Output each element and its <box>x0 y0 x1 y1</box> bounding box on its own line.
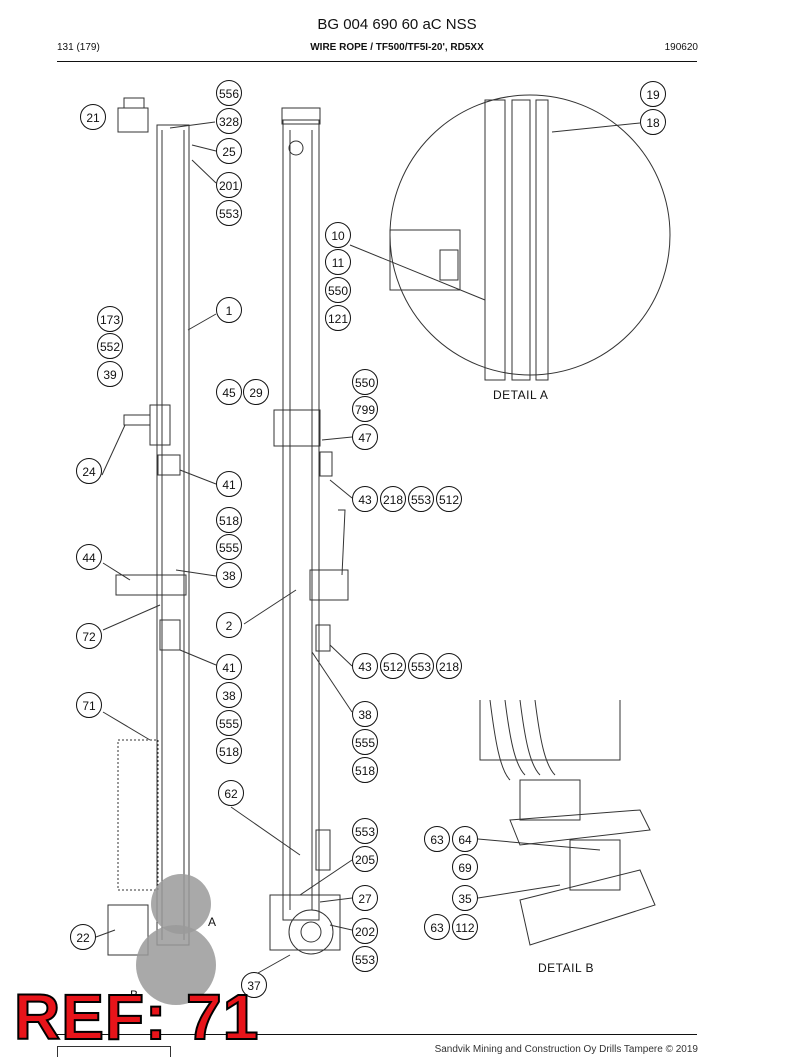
callout-bubble[interactable]: 45 <box>216 379 242 405</box>
callout-bubble[interactable]: 556 <box>216 80 242 106</box>
callout-bubble[interactable]: 71 <box>76 692 102 718</box>
callout-bubble[interactable]: 799 <box>352 396 378 422</box>
callout-bubble[interactable]: 555 <box>352 729 378 755</box>
callout-bubble[interactable]: 43 <box>352 486 378 512</box>
detail-a-label: DETAIL A <box>493 388 549 402</box>
callout-bubble[interactable]: 173 <box>97 306 123 332</box>
callout-bubble[interactable]: 218 <box>380 486 406 512</box>
callout-bubble[interactable]: 512 <box>436 486 462 512</box>
callout-bubble[interactable]: 553 <box>408 486 434 512</box>
detail-a-marker: A <box>208 915 217 929</box>
callout-bubble[interactable]: 512 <box>380 653 406 679</box>
callout-bubble[interactable]: 18 <box>640 109 666 135</box>
callout-bubble[interactable]: 43 <box>352 653 378 679</box>
callout-bubble[interactable]: 201 <box>216 172 242 198</box>
callout-bubble[interactable]: 518 <box>352 757 378 783</box>
callout-bubble[interactable]: 550 <box>352 369 378 395</box>
callout-bubble[interactable]: 41 <box>216 654 242 680</box>
callout-bubble[interactable]: 11 <box>325 249 351 275</box>
callout-bubble[interactable]: 21 <box>80 104 106 130</box>
callout-bubble[interactable]: 35 <box>452 885 478 911</box>
callout-bubble[interactable]: 518 <box>216 507 242 533</box>
callout-bubble[interactable]: 41 <box>216 471 242 497</box>
callout-bubble[interactable]: 121 <box>325 305 351 331</box>
document-title: BG 004 690 60 aC NSS <box>317 16 477 33</box>
ref-stamp: REF: 71 <box>13 981 260 1053</box>
callout-bubble[interactable]: 553 <box>408 653 434 679</box>
callout-bubble[interactable]: 19 <box>640 81 666 107</box>
callout-bubble[interactable]: 47 <box>352 424 378 450</box>
callout-bubble[interactable]: 218 <box>436 653 462 679</box>
callout-bubble[interactable]: 518 <box>216 738 242 764</box>
callout-bubble[interactable]: 22 <box>70 924 96 950</box>
callout-bubble[interactable]: 552 <box>97 333 123 359</box>
detail-b-marker: B <box>130 988 139 1002</box>
callout-bubble[interactable]: 63 <box>424 914 450 940</box>
callout-bubble[interactable]: 2 <box>216 612 242 638</box>
callout-bubble[interactable]: 72 <box>76 623 102 649</box>
callout-bubble[interactable]: 553 <box>352 818 378 844</box>
callout-bubble[interactable]: 25 <box>216 138 242 164</box>
callout-bubble[interactable]: 553 <box>216 200 242 226</box>
date-code: 190620 <box>664 42 698 53</box>
callout-bubble[interactable]: 553 <box>352 946 378 972</box>
page-number: 131 (179) <box>57 42 100 53</box>
footer-copyright: Sandvik Mining and Construction Oy Drill… <box>434 1044 698 1055</box>
callout-bubble[interactable]: 63 <box>424 826 450 852</box>
callout-bubble[interactable]: 37 <box>241 972 267 998</box>
header-rule <box>57 61 697 62</box>
callout-bubble[interactable]: 39 <box>97 361 123 387</box>
callout-bubble[interactable]: 202 <box>352 918 378 944</box>
callout-bubble[interactable]: 44 <box>76 544 102 570</box>
callout-bubble[interactable]: 38 <box>216 562 242 588</box>
callout-bubble[interactable]: 205 <box>352 846 378 872</box>
callout-bubble[interactable]: 10 <box>325 222 351 248</box>
callout-bubble[interactable]: 555 <box>216 710 242 736</box>
callout-bubble[interactable]: 62 <box>218 780 244 806</box>
footer-rule <box>57 1034 697 1035</box>
callout-bubble[interactable]: 24 <box>76 458 102 484</box>
callout-bubble[interactable]: 38 <box>352 701 378 727</box>
callout-bubble[interactable]: 27 <box>352 885 378 911</box>
callout-bubble[interactable]: 64 <box>452 826 478 852</box>
callout-bubble[interactable]: 69 <box>452 854 478 880</box>
callout-bubble[interactable]: 328 <box>216 108 242 134</box>
sandvik-logo <box>57 1046 171 1057</box>
callout-bubble[interactable]: 38 <box>216 682 242 708</box>
callout-bubble[interactable]: 29 <box>243 379 269 405</box>
section-title: WIRE ROPE / TF500/TF5I-20', RD5XX <box>310 42 484 53</box>
callout-bubble[interactable]: 112 <box>452 914 478 940</box>
detail-b-label: DETAIL B <box>538 961 595 975</box>
callout-bubble[interactable]: 1 <box>216 297 242 323</box>
callout-bubble[interactable]: 555 <box>216 534 242 560</box>
callout-bubble[interactable]: 550 <box>325 277 351 303</box>
